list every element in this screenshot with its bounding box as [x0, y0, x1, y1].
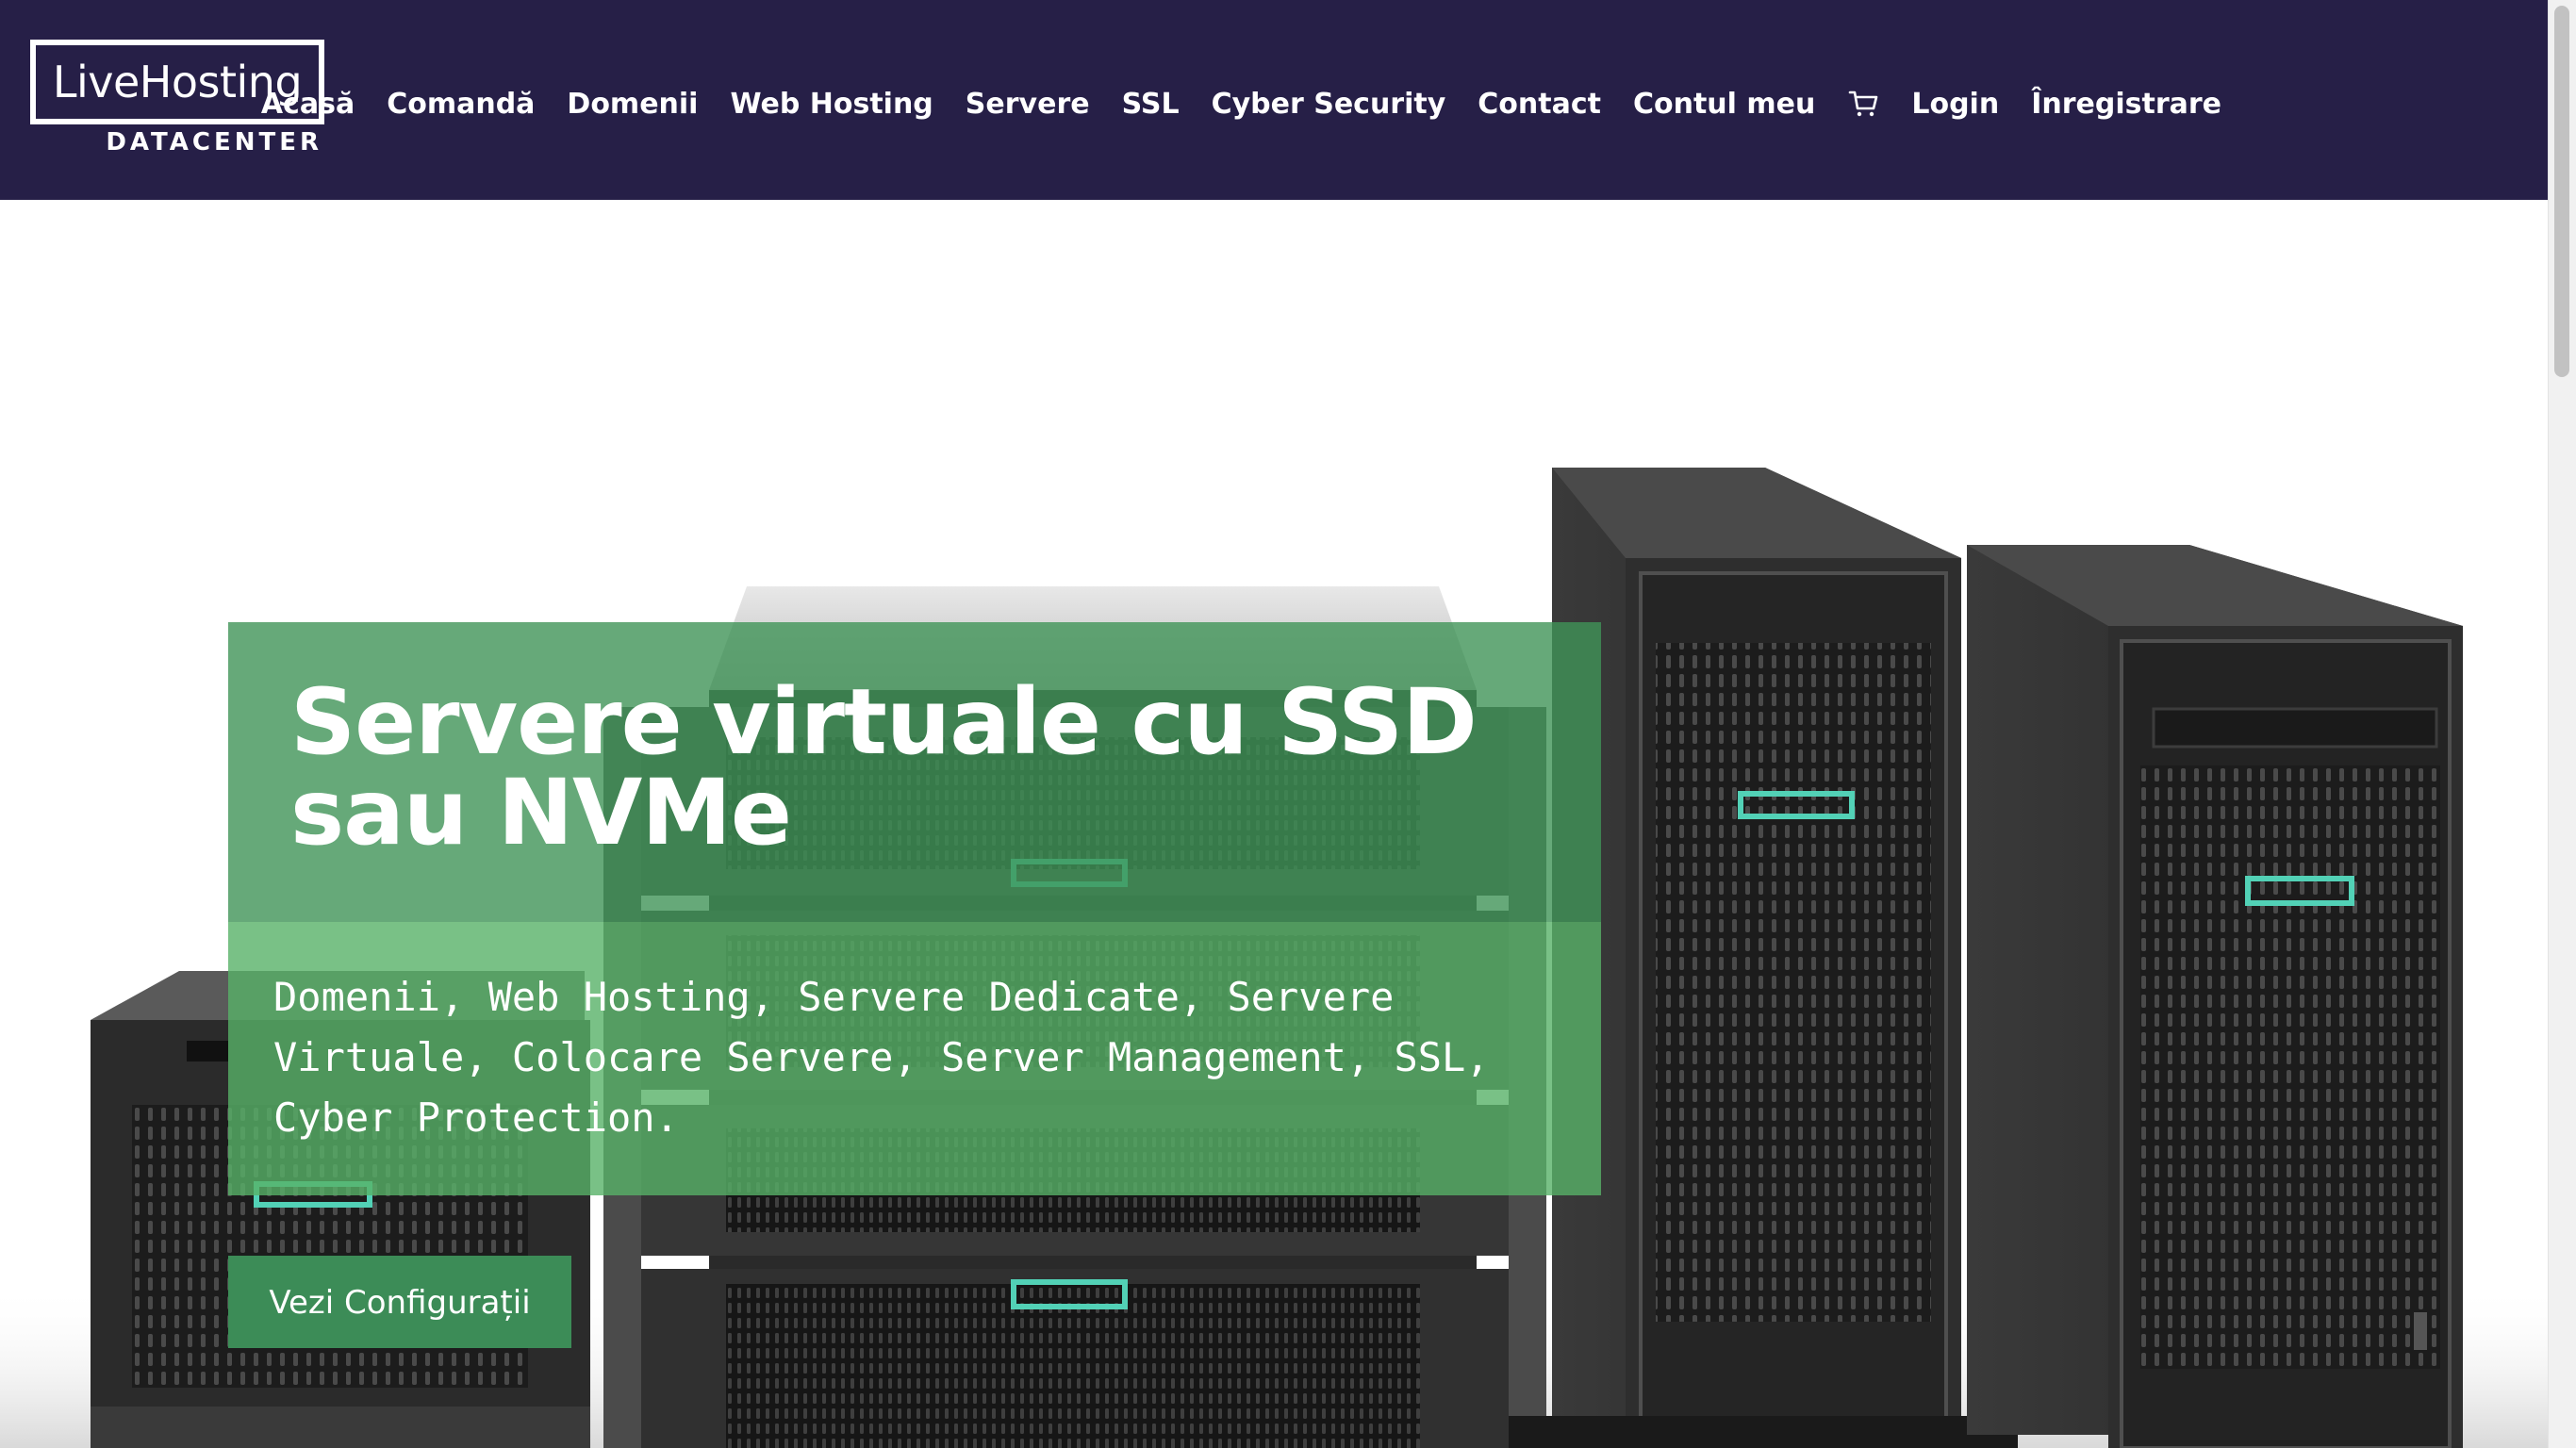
livehosting-logo[interactable]: LiveHosting DATACENTER	[30, 40, 324, 156]
nav-item-web-hosting[interactable]: Web Hosting	[730, 87, 933, 121]
tower-server-ml110	[1967, 545, 2463, 1448]
page-scrollbar[interactable]	[2548, 0, 2576, 1448]
nav-item-contact[interactable]: Contact	[1478, 87, 1601, 121]
register-link[interactable]: Înregistrare	[2031, 87, 2221, 121]
nav-item-acasa[interactable]: Acasă	[260, 87, 355, 121]
headline-panel: Servere virtuale cu SSD sau NVMe	[228, 622, 1601, 922]
logo-text: LiveHosting	[52, 57, 303, 107]
logo-subtitle: DATACENTER	[106, 128, 322, 156]
hero-section: Servere virtuale cu SSD sau NVMe Domenii…	[0, 200, 2548, 1448]
subtext-panel: Domenii, Web Hosting, Servere Dedicate, …	[228, 922, 1601, 1195]
hero-headline: Servere virtuale cu SSD sau NVMe	[290, 669, 1478, 865]
nav-item-cyber-security[interactable]: Cyber Security	[1211, 87, 1446, 121]
vezi-configuratii-button[interactable]: Vezi Configurații	[228, 1256, 571, 1348]
nav-item-ssl[interactable]: SSL	[1121, 87, 1180, 121]
main-nav: Acasă Comandă Domenii Web Hosting Server…	[261, 75, 2221, 132]
hero-subtext: Domenii, Web Hosting, Servere Dedicate, …	[273, 974, 1490, 1141]
nav-item-servere[interactable]: Servere	[965, 87, 1090, 121]
nav-item-contul-meu[interactable]: Contul meu	[1632, 87, 1816, 121]
site-header: LiveHosting DATACENTER Acasă Comandă Dom…	[0, 0, 2548, 200]
nav-item-domenii[interactable]: Domenii	[567, 87, 699, 121]
shopping-cart-icon[interactable]	[1847, 88, 1879, 120]
tower-server-ml350	[1509, 468, 2018, 1448]
nav-item-comanda[interactable]: Comandă	[387, 87, 536, 121]
logo-frame: LiveHosting	[30, 40, 324, 124]
login-link[interactable]: Login	[1911, 87, 2000, 121]
scrollbar-thumb[interactable]	[2554, 6, 2569, 377]
